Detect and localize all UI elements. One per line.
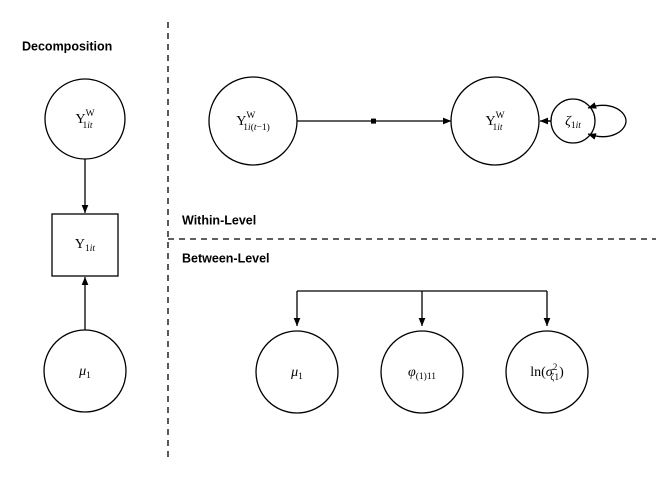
node-observed-rect[interactable]	[51, 213, 119, 277]
node-current-latent-circle[interactable]	[450, 76, 540, 166]
node-between-ar-circle[interactable]	[380, 330, 464, 414]
node-random-mean-circle[interactable]	[43, 329, 127, 413]
node-random-mean-label: μ1	[78, 364, 91, 381]
between-level-heading: Between-Level	[182, 251, 270, 265]
node-between-mean-label: μ1	[290, 365, 303, 382]
edge-residual-variance-loop	[587, 102, 627, 140]
within-level-heading: Within-Level	[182, 213, 256, 227]
page-title: Decomposition	[22, 39, 112, 53]
node-between-mean-circle[interactable]	[255, 330, 339, 414]
node-between-logvar-circle[interactable]	[505, 330, 589, 414]
node-residual-label: ζ1it	[565, 114, 581, 131]
node-between-ar-label: φ(1)11	[408, 365, 436, 382]
edge-autoregression-marker	[371, 118, 376, 124]
node-observed-label: Y1it	[75, 237, 96, 254]
